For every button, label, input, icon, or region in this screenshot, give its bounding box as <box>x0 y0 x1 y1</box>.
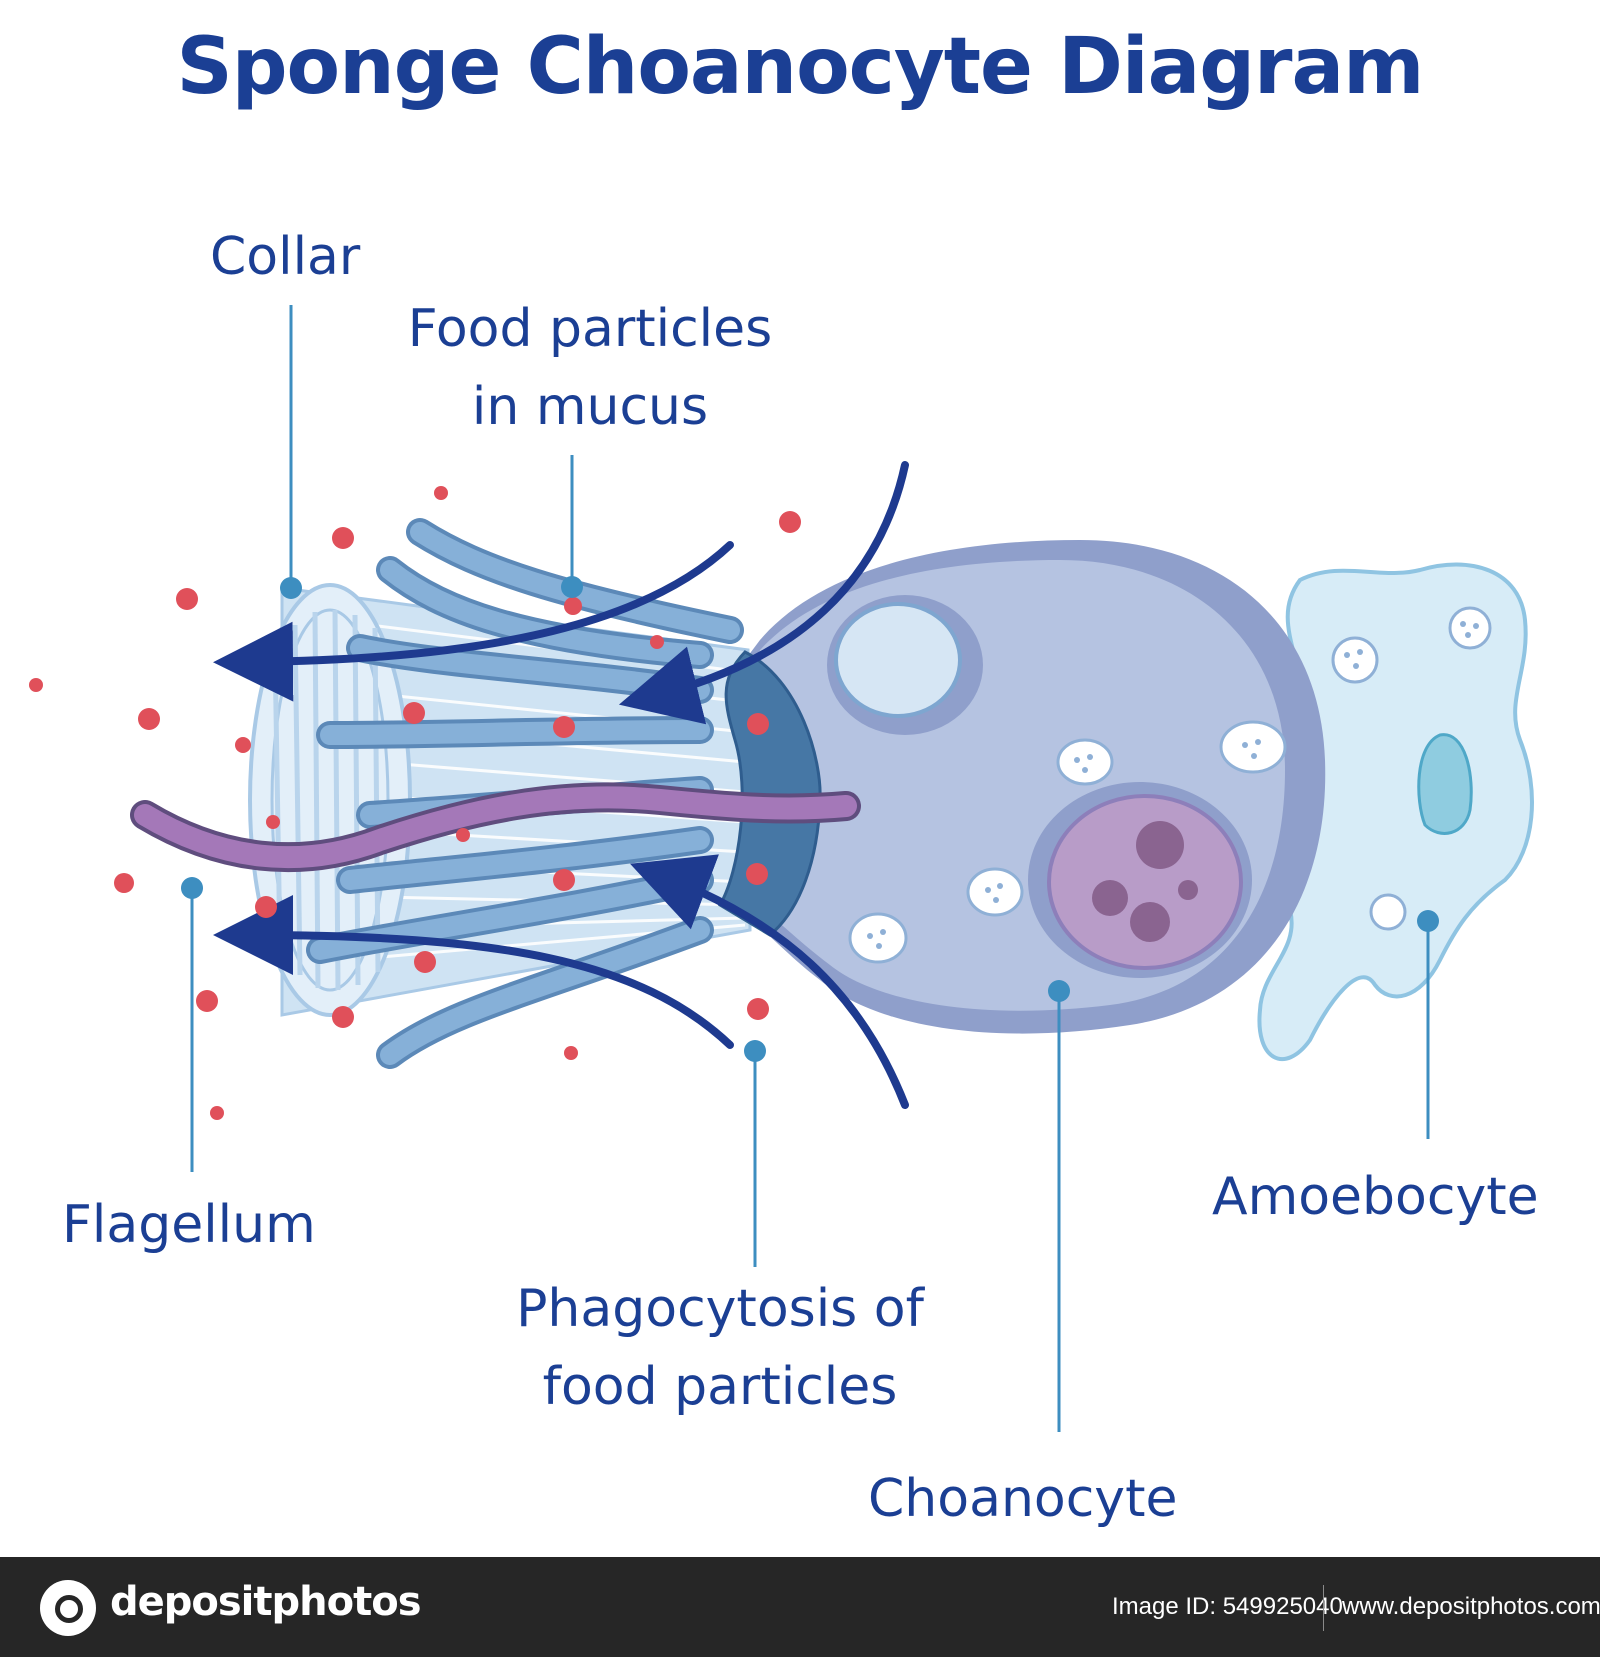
footer-image-id: Image ID: 549925040 <box>1112 1593 1343 1620</box>
label-collar: Collar <box>210 227 361 287</box>
leader-flagellum <box>181 877 203 1172</box>
page-title: Sponge Choanocyte Diagram <box>176 22 1425 112</box>
food-particles <box>29 486 801 1120</box>
label-food-particles-line1: Food particles <box>407 299 773 359</box>
leader-phagocytosis <box>744 1040 766 1267</box>
choanocyte-cell-body <box>720 540 1326 1034</box>
label-choanocyte: Choanocyte <box>868 1469 1178 1529</box>
label-flagellum: Flagellum <box>62 1195 316 1255</box>
depositphotos-logo-icon <box>40 1580 96 1636</box>
footer-logo-text: depositphotos <box>110 1579 422 1625</box>
flow-arrows <box>213 461 909 1109</box>
arrow-top-outflow <box>213 541 734 702</box>
label-phagocytosis: Phagocytosis of food particles <box>480 1270 960 1426</box>
arrow-top-inflow <box>618 461 909 725</box>
footer-bar: depositphotos Image ID: 549925040 www.de… <box>0 1557 1600 1657</box>
leader-amoebocyte <box>1417 910 1439 1139</box>
arrow-bottom-inflow <box>630 854 909 1109</box>
leader-food-particles <box>561 455 583 598</box>
leader-lines <box>181 305 1439 1432</box>
leader-choanocyte <box>1048 980 1070 1432</box>
leader-collar <box>280 305 302 599</box>
label-food-particles: Food particles in mucus <box>380 290 800 446</box>
arrow-bottom-outflow <box>213 895 734 1049</box>
label-amoebocyte: Amoebocyte <box>1212 1167 1539 1227</box>
label-phagocytosis-line1: Phagocytosis of <box>516 1279 924 1339</box>
footer-separator <box>1323 1585 1324 1631</box>
label-phagocytosis-line2: food particles <box>542 1357 898 1417</box>
label-food-particles-line2: in mucus <box>471 377 709 437</box>
choanocyte-diagram <box>29 305 1534 1432</box>
footer-url[interactable]: www.depositphotos.com <box>1342 1593 1600 1620</box>
